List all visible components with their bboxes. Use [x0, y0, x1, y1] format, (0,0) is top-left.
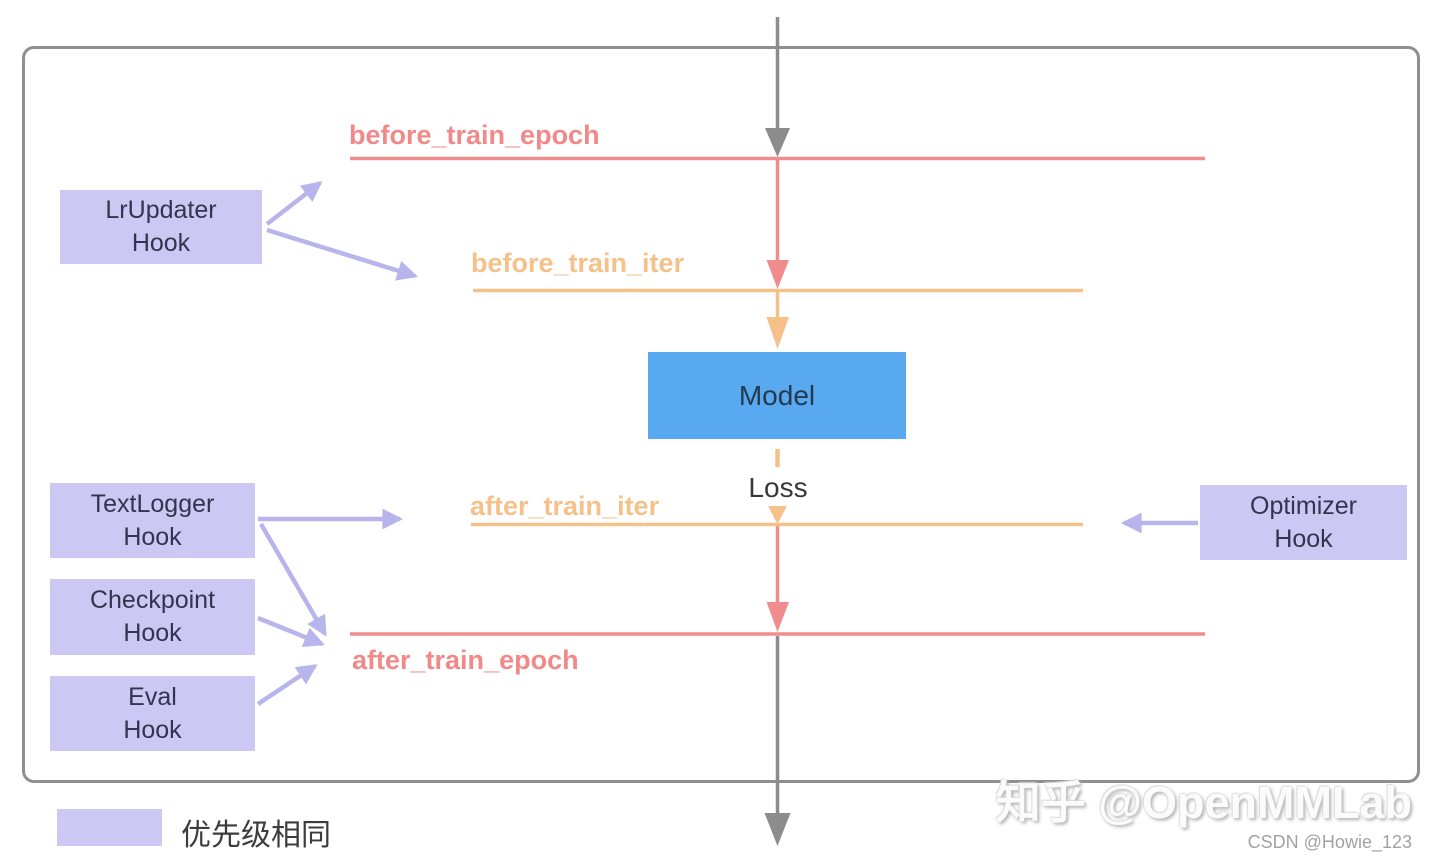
hook-label-line: Hook: [1274, 524, 1333, 553]
hook-label-line: Eval: [128, 682, 177, 711]
lr-updater-hook-node: LrUpdater Hook: [60, 190, 262, 264]
eval-hook-node: Eval Hook: [50, 676, 255, 751]
checkpoint-to-after-epoch-arrow: [257, 615, 325, 647]
hook-label-line: Optimizer: [1250, 491, 1357, 520]
hook-label-line: Hook: [123, 715, 182, 744]
red-down-arrowhead-2: [766, 602, 789, 632]
runner-frame: [22, 46, 1420, 783]
hook-arrows: [256, 181, 1198, 706]
model-node: Model: [648, 352, 906, 439]
label-after-train-iter: after_train_iter: [470, 491, 660, 521]
checkpoint-hook-node: Checkpoint Hook: [50, 579, 255, 655]
hook-label-line: Hook: [131, 229, 191, 257]
gray-down-arrowhead-top: [765, 128, 790, 157]
textlogger-to-after-epoch-arrow: [259, 522, 327, 637]
label-before-train-iter: before_train_iter: [471, 248, 685, 278]
orange-down-arrowhead-2: [768, 506, 787, 524]
hook-label-line: Hook: [123, 522, 182, 551]
label-after-train-epoch: after_train_epoch: [352, 645, 579, 675]
loss-label: Loss: [748, 472, 808, 503]
hook-label-line: TextLogger: [90, 489, 215, 518]
hook-label-line: Checkpoint: [89, 586, 216, 614]
orange-down-arrowhead-1: [766, 317, 789, 349]
legend-priority-swatch: [57, 809, 162, 846]
zhihu-watermark: 知乎 @OpenMMLab: [995, 777, 1412, 828]
gray-down-arrowhead-bottom: [764, 813, 791, 846]
hook-label-line: LrUpdater: [105, 196, 217, 224]
hook-point-lines: [350, 156, 1205, 636]
hook-label-line: Hook: [123, 619, 182, 647]
optimizer-hook-node: Optimizer Hook: [1200, 485, 1407, 560]
red-down-arrowhead-1: [766, 260, 789, 289]
csdn-watermark: CSDN @Howie_123: [1247, 832, 1412, 852]
label-before-train-epoch: before_train_epoch: [349, 120, 600, 150]
text-logger-hook-node: TextLogger Hook: [50, 483, 255, 558]
lrupdater-to-before-iter-arrow: [266, 227, 418, 281]
lrupdater-to-before-epoch-arrow: [265, 181, 323, 226]
eval-to-after-epoch-arrow: [256, 664, 318, 706]
model-label: Model: [738, 379, 816, 411]
main-flow-line: [764, 17, 791, 846]
legend-priority-label: 优先级相同: [181, 819, 331, 852]
